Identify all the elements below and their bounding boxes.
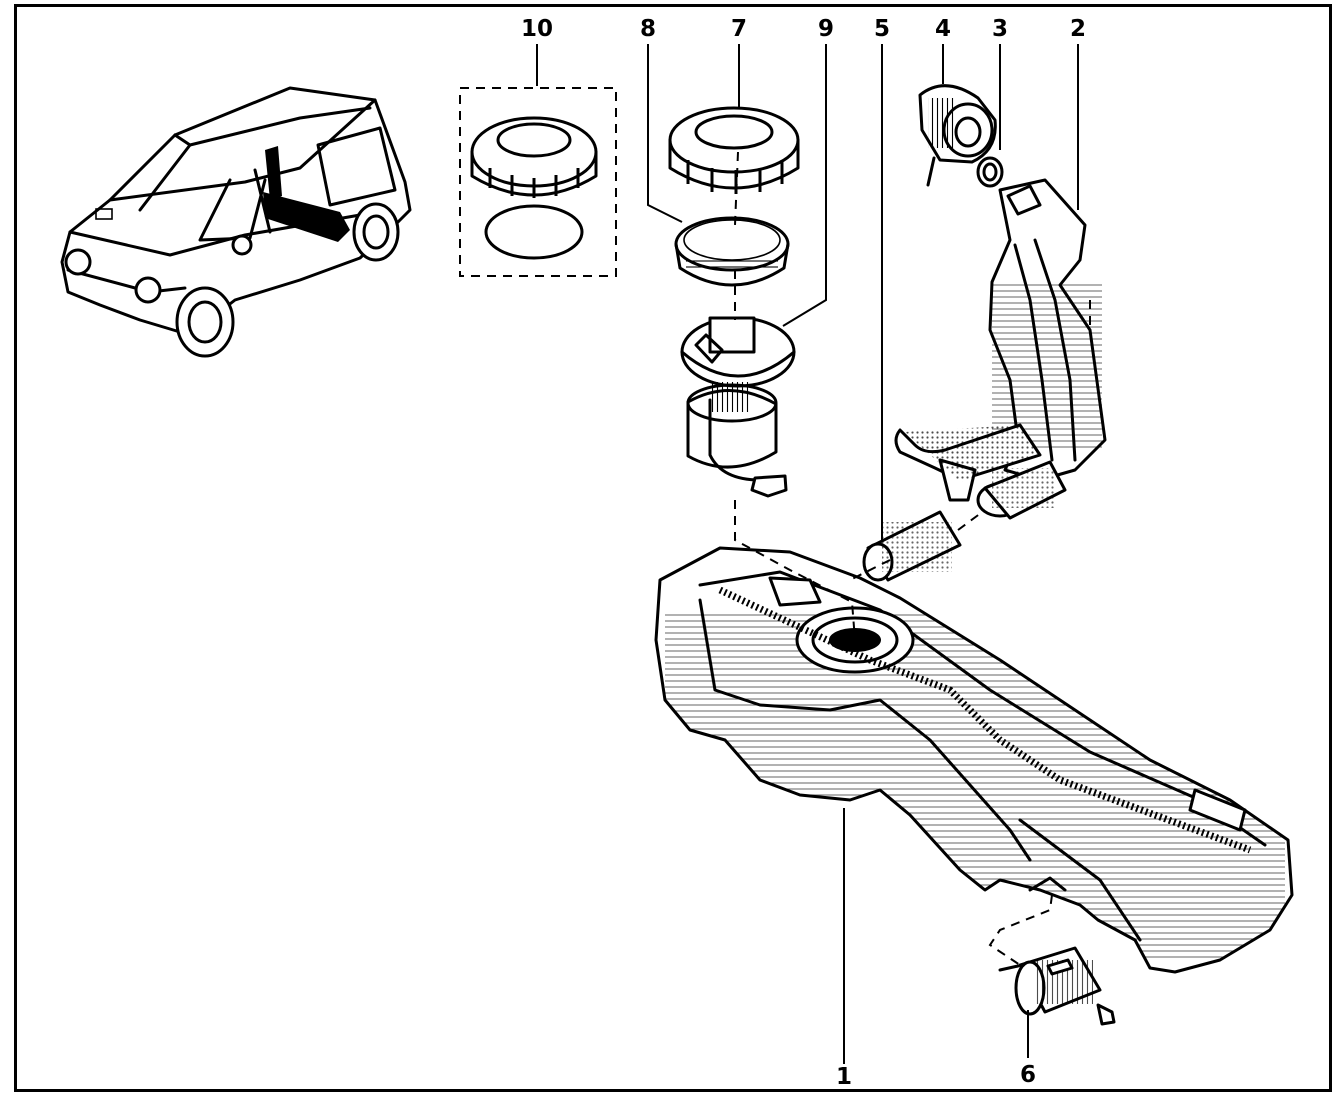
part-8-seal [674,216,790,287]
part-2-filler-neck [894,178,1107,520]
part-9-pump-module [680,316,796,498]
callout-2: 2 [1070,16,1086,42]
car-illustration [60,86,412,358]
callout-1: 1 [836,1064,852,1090]
assembly-lines [734,151,1091,966]
part-3-filler-seal [976,156,1004,188]
part-6-fuel-filter [998,946,1116,1026]
callout-5: 5 [874,16,890,42]
part-10-seal-kit [459,87,617,277]
callout-8: 8 [640,16,656,42]
callout-9: 9 [818,16,834,42]
part-4-filler-cap [918,84,997,187]
callout-6: 6 [1020,1062,1036,1088]
callout-4: 4 [935,16,951,42]
callout-3: 3 [992,16,1008,42]
part-5-connecting-hose [862,510,962,582]
part-7-lock-ring [668,106,800,194]
diagram-frame [14,4,1332,1092]
callout-10: 10 [521,16,553,42]
leader-lines [536,44,1079,1064]
part-1-fuel-tank [654,546,1294,974]
callout-7: 7 [731,16,747,42]
callout-labels: 10 8 7 9 5 4 3 2 1 6 [521,16,1086,1090]
